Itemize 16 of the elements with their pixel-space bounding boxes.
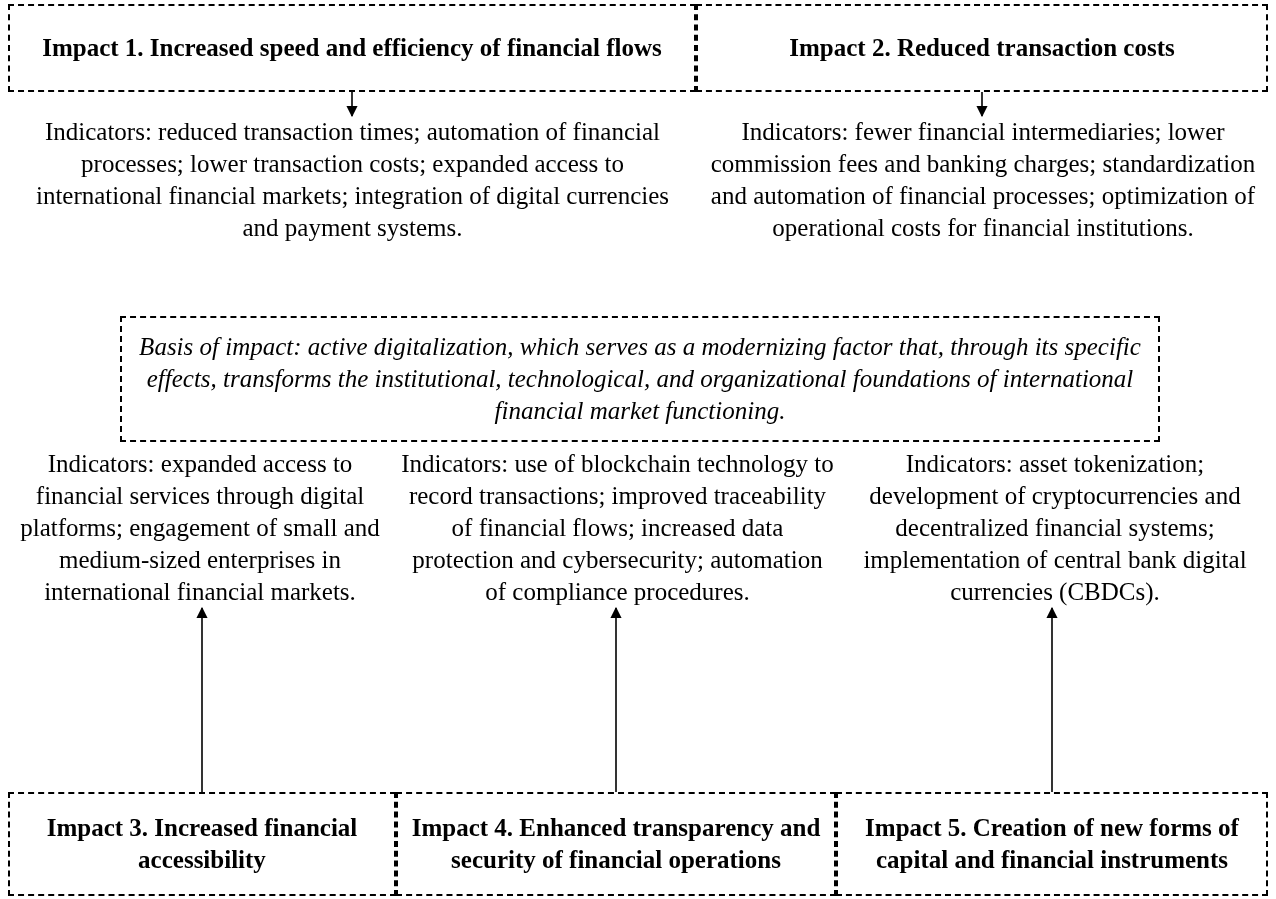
impact-box: Impact 3. Increased financial accessibility xyxy=(8,792,396,896)
impact-box: Impact 5. Creation of new forms of capital and financial instruments xyxy=(836,792,1268,896)
impact-box: Impact 1. Increased speed and efficiency of financial flows xyxy=(8,4,696,92)
indicator-text: Indicators: asset tokenization; development of cryptocurrencies and decentralized financial systems; implementation of central bank digital currencies (CBDCs). xyxy=(840,448,1270,608)
impact-box: Impact 4. Enhanced transparency and security of financial operations xyxy=(396,792,836,896)
indicator-text: Indicators: use of blockchain technology to record transactions; improved traceability of financial flows; increased data protection and cybersecurity; automation of compliance procedures. xyxy=(400,448,835,608)
indicator-text: Indicators: fewer financial intermediaries; lower commission fees and banking charges; standardization and automation of financial processes; optimization of operational costs for financial institutions. xyxy=(700,116,1266,244)
arrow xyxy=(610,606,622,793)
basis-box: Basis of impact: active digitalization, which serves as a modernizing factor that, through its specific effects, transforms the institutional, technological, and organizational foundations of international financial market functioning. xyxy=(120,316,1160,442)
arrow xyxy=(1046,606,1058,793)
arrow xyxy=(346,91,358,118)
impact-box: Impact 2. Reduced transaction costs xyxy=(696,4,1268,92)
arrow xyxy=(196,606,208,793)
indicator-text: Indicators: expanded access to financial services through digital platforms; engagement of small and medium-sized enterprises in international financial markets. xyxy=(5,448,395,608)
arrow xyxy=(976,91,988,118)
indicator-text: Indicators: reduced transaction times; automation of financial processes; lower transaction costs; expanded access to international financial markets; integration of digital currencies and payment systems. xyxy=(15,116,690,244)
